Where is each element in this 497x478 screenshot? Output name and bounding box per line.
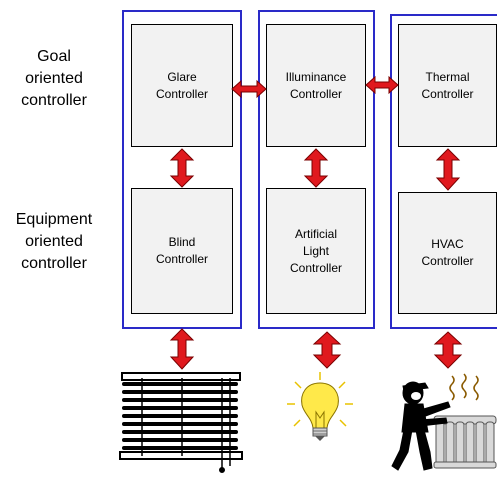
window-blind-icon (119, 372, 243, 473)
equipment-oriented-label: Equipment oriented controller (15, 211, 93, 272)
arrow-illuminance-thermal (365, 75, 399, 95)
arrow-hvac-device (433, 331, 463, 369)
arrow-illuminance-light (303, 148, 329, 188)
arrow-blind-device (169, 328, 195, 370)
hvac-controller-box: HVAC Controller (398, 192, 497, 314)
goal-oriented-label: Goal oriented controller (21, 48, 87, 109)
person-at-heater-icon (391, 373, 497, 471)
artificial-light-controller-box: Artificial Light Controller (266, 188, 366, 314)
column-glare-blind (122, 10, 242, 329)
column-illuminance-light (258, 10, 375, 329)
arrow-thermal-hvac (435, 148, 461, 191)
blind-controller-box: Blind Controller (131, 188, 233, 314)
thermal-controller-box: Thermal Controller (398, 24, 497, 147)
glare-controller-box: Glare Controller (131, 24, 233, 147)
illuminance-controller-box: Illuminance Controller (266, 24, 366, 147)
arrow-light-device (312, 331, 342, 369)
column-thermal-hvac (390, 14, 497, 329)
arrow-glare-illuminance (231, 79, 267, 99)
arrow-glare-blind (169, 148, 195, 188)
light-bulb-icon (287, 372, 353, 441)
